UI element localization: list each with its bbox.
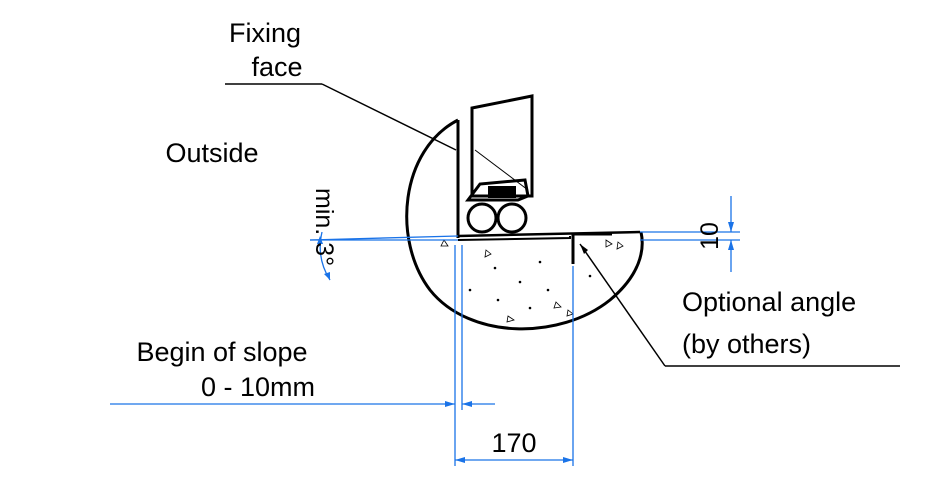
dimension-arrowheads (317, 222, 734, 463)
outside-label: Outside (165, 138, 258, 168)
door-profile-hatch (474, 149, 529, 191)
dimension-170-label: 170 (491, 428, 536, 458)
dimension-lines (110, 196, 740, 466)
optional-angle-leader (579, 243, 666, 367)
fixing-face-label-line1: Fixing (229, 18, 301, 48)
seal-roller-right (496, 202, 528, 234)
optional-angle-profile (571, 232, 612, 264)
min-slope-label: min. 3° (310, 188, 338, 266)
fixing-face-label-line2: face (251, 52, 302, 82)
optional-angle-label-line2: (by others) (682, 329, 811, 359)
seal-mechanism (465, 178, 530, 202)
fixing-face-leader-diagonal (321, 83, 457, 151)
concrete-fill (440, 239, 624, 323)
optional-angle-leader-arrow (580, 244, 588, 254)
optional-angle-label-line1: Optional angle (682, 287, 856, 317)
section-outline-arc (405, 118, 644, 331)
begin-of-slope-label-line1: Begin of slope (136, 337, 307, 367)
seal-mechanism-block (488, 186, 516, 198)
begin-of-slope-label-line2: 0 - 10mm (201, 372, 315, 402)
door-profile (470, 94, 534, 198)
dimension-10-label: 10 (696, 222, 724, 250)
threshold-strip (457, 236, 571, 241)
seal-roller-left (466, 202, 498, 234)
